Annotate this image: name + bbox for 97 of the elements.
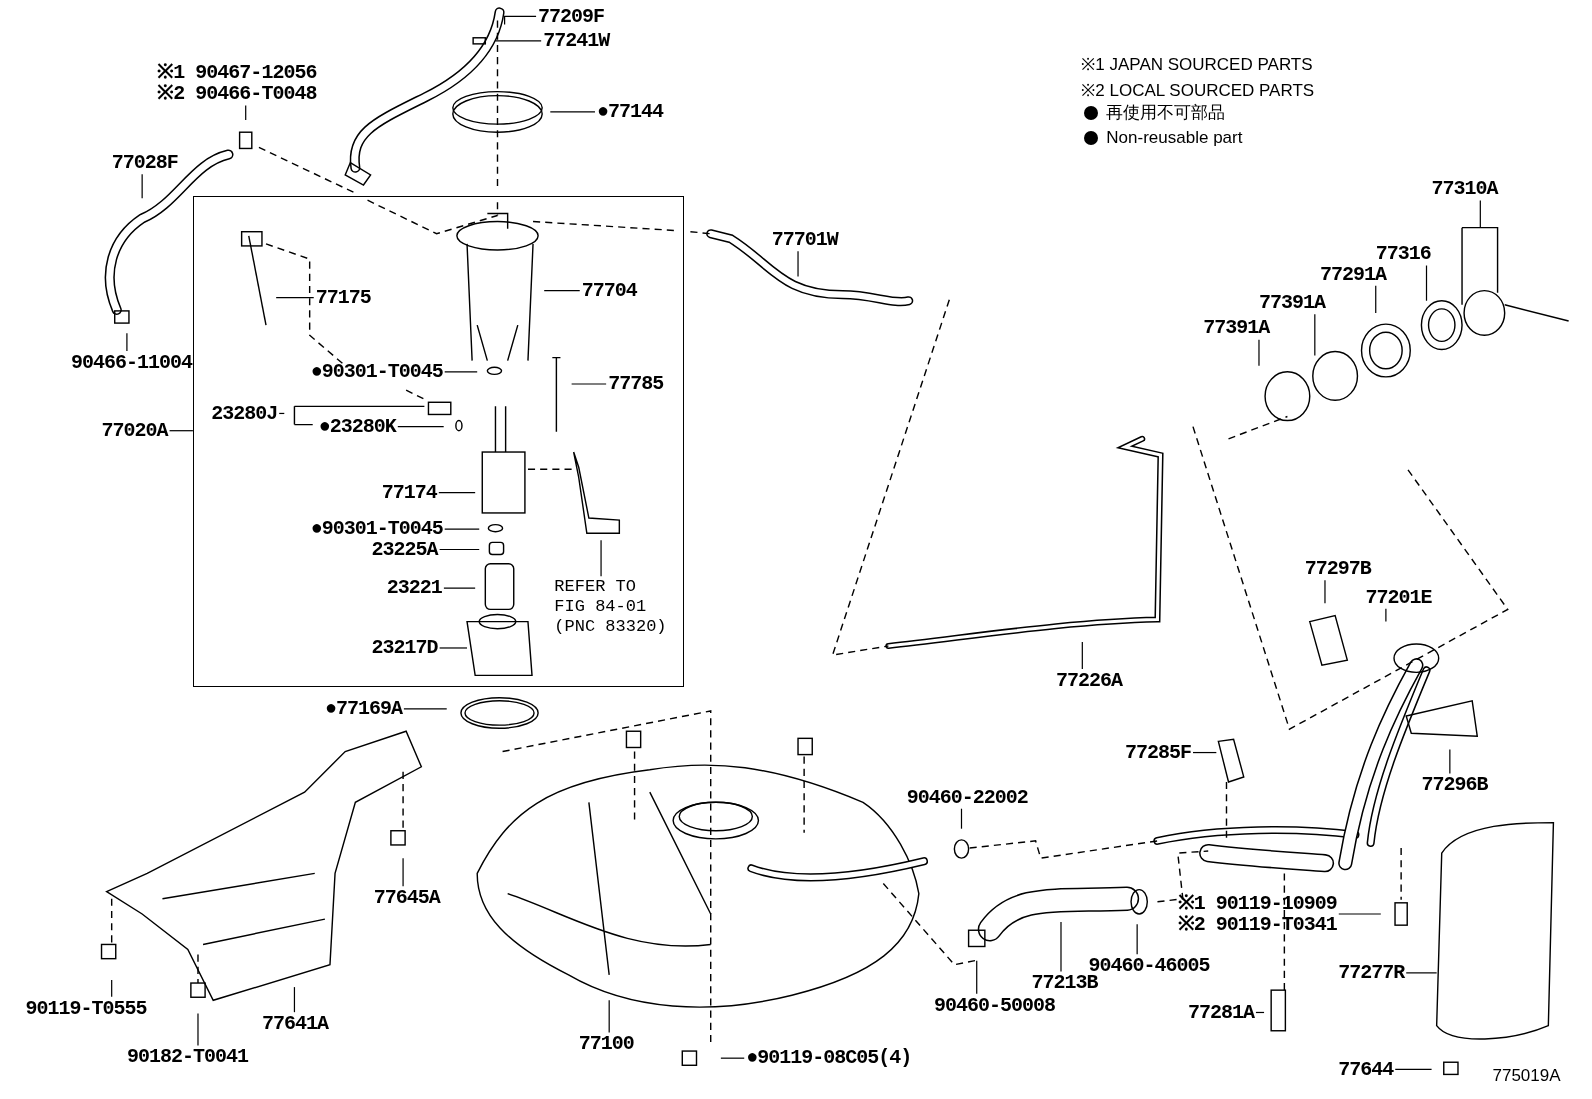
part-number: 77645A xyxy=(373,887,440,908)
part-number: ※2 90466-T0048 xyxy=(157,83,317,105)
leader-line xyxy=(444,371,478,373)
part-number: 77291A xyxy=(1319,263,1386,285)
part-number: 77310A xyxy=(1431,178,1498,200)
part-number: 90460-50008 xyxy=(934,994,1056,1016)
figure-code: 775019A xyxy=(1492,1066,1561,1087)
leader-line xyxy=(168,430,194,432)
part-number: 77644 xyxy=(1338,1058,1394,1080)
leader-line xyxy=(600,539,602,577)
part-number: 77297B xyxy=(1304,558,1371,580)
leader-line xyxy=(720,1057,745,1059)
part-number: 77701W xyxy=(771,229,838,251)
leader-line xyxy=(439,548,480,551)
leader-line xyxy=(141,173,143,199)
leader-line xyxy=(571,383,607,385)
part-number: ●90301-T0045 xyxy=(310,361,443,383)
leader-line xyxy=(397,426,445,428)
reference-note: REFER TO FIG 84-01 (PNC 83320) xyxy=(554,577,670,638)
leader-line xyxy=(439,647,468,649)
part-number: 77174 xyxy=(381,481,437,503)
leader-line xyxy=(403,708,448,710)
leader-line xyxy=(1136,923,1138,955)
leader-line xyxy=(111,979,113,998)
part-number: 90119-T0555 xyxy=(25,997,147,1019)
leader-line xyxy=(444,528,480,530)
leader-line xyxy=(797,250,799,277)
part-number: 77296B xyxy=(1421,774,1488,796)
part-number: 23225A xyxy=(371,538,438,560)
leader-line xyxy=(278,412,285,415)
leader-line xyxy=(1314,313,1316,357)
part-number: 77241W xyxy=(543,30,610,52)
part-number: 77201E xyxy=(1365,586,1432,608)
part-number: 77641A xyxy=(261,1012,328,1034)
leader-line xyxy=(1060,921,1062,973)
part-number: ●77169A xyxy=(324,698,402,720)
leader-line xyxy=(1375,285,1377,314)
leader-line xyxy=(197,1012,199,1047)
leader-line xyxy=(1081,641,1083,670)
leader-line xyxy=(126,332,128,352)
part-number: 77785 xyxy=(608,373,664,395)
note-text: ※1 JAPAN SOURCED PARTS xyxy=(1081,54,1313,76)
leader-line xyxy=(608,999,610,1034)
leader-line xyxy=(245,104,247,121)
leader-line xyxy=(1192,751,1217,754)
part-number: 77209F xyxy=(538,5,605,27)
leader-line xyxy=(1324,579,1326,604)
part-number: 23217D xyxy=(371,637,438,659)
leader-line xyxy=(494,40,542,42)
leader-line xyxy=(1338,913,1382,915)
leader-line xyxy=(443,587,476,589)
part-number: 90460-22002 xyxy=(906,786,1028,808)
part-number: 77391A xyxy=(1203,317,1270,339)
part-number: 77285F xyxy=(1124,741,1191,763)
legend-text: 再使用不可部品 xyxy=(1106,102,1226,125)
part-number: 77175 xyxy=(315,286,371,308)
part-number: ●90301-T0045 xyxy=(310,518,443,540)
leader-line xyxy=(438,492,476,494)
part-number: 77277R xyxy=(1338,962,1405,984)
part-number: 77213B xyxy=(1031,972,1098,994)
part-number: 77316 xyxy=(1375,243,1431,265)
part-number: 77020A xyxy=(101,420,168,441)
assembly-frame xyxy=(192,195,685,688)
leader-line xyxy=(543,290,581,292)
part-number: 77391A xyxy=(1258,292,1325,314)
part-number: 23221 xyxy=(386,577,442,599)
part-number: 77281A xyxy=(1187,1001,1254,1023)
part-number: ●90119-08C05(4) xyxy=(746,1047,912,1069)
leader-line xyxy=(1425,264,1428,302)
part-number: 77028F xyxy=(111,151,178,173)
part-number: 90182-T0041 xyxy=(126,1046,248,1068)
note-text: ※2 LOCAL SOURCED PARTS xyxy=(1081,79,1315,101)
leader-line xyxy=(402,857,404,887)
leader-line xyxy=(549,111,596,113)
leader-line xyxy=(1449,748,1451,775)
legend-text: Non-reusable part xyxy=(1106,128,1243,149)
part-number: ※1 90467-12056 xyxy=(157,62,317,84)
part-number: 90466-11004 xyxy=(71,351,193,373)
part-number: 77704 xyxy=(581,279,637,301)
leader-line xyxy=(293,986,296,1013)
leader-line xyxy=(1385,608,1387,623)
leader-line xyxy=(1479,199,1481,229)
leader-line xyxy=(1405,972,1438,974)
leader-line xyxy=(976,960,978,995)
part-number: ※2 90119-T0341 xyxy=(1177,913,1337,935)
leader-line xyxy=(504,15,537,26)
leader-line xyxy=(960,808,963,830)
part-number: 23280J xyxy=(211,402,278,424)
leader-line xyxy=(1258,339,1260,367)
part-number: ※1 90119-10909 xyxy=(1177,892,1337,914)
part-number: 77226A xyxy=(1055,669,1122,691)
part-number: ●23280K xyxy=(318,415,396,437)
leader-line xyxy=(275,297,315,299)
leader-line xyxy=(1255,1011,1265,1014)
part-number: 77100 xyxy=(578,1033,634,1055)
part-number: ●77144 xyxy=(597,101,663,123)
leader-line xyxy=(1394,1068,1433,1070)
